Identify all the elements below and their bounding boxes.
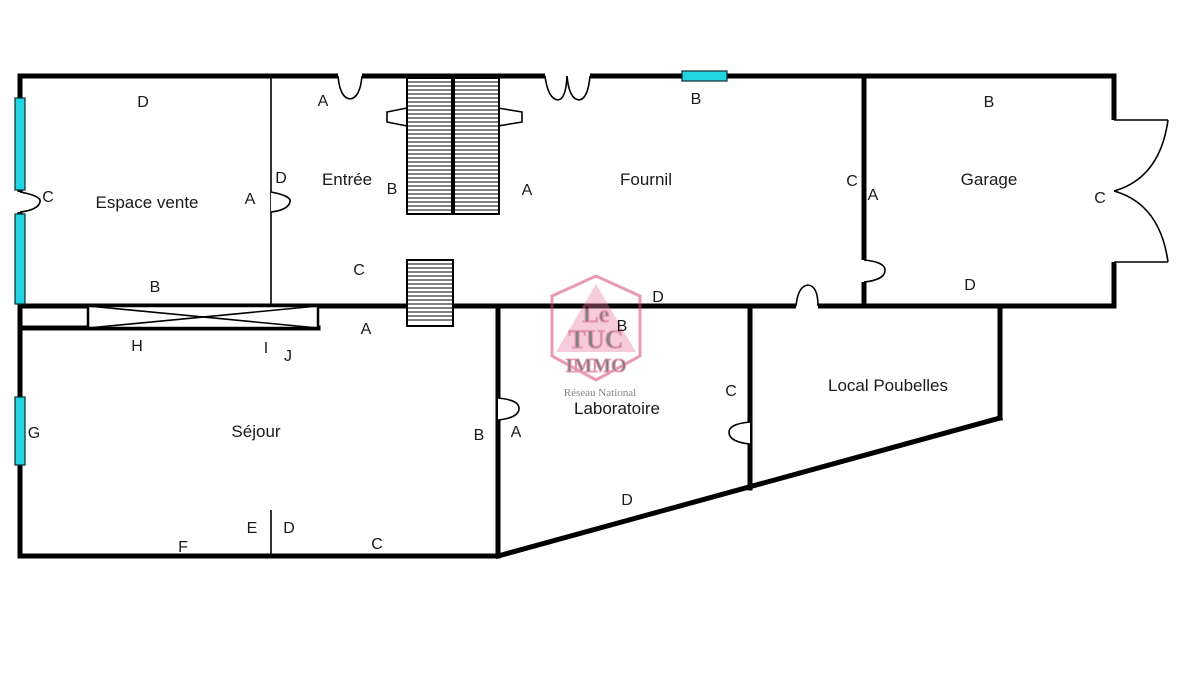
doors xyxy=(16,72,1169,445)
wall-label: A xyxy=(318,93,329,110)
wall-label: A xyxy=(868,187,879,204)
stairs-main xyxy=(386,77,523,215)
watermark-text-4: Réseau National xyxy=(564,387,636,399)
watermark-triangle xyxy=(556,284,636,352)
room-label-espace-vente: Espace vente xyxy=(95,193,198,212)
wall-label: C xyxy=(1094,190,1106,207)
wall-label: D xyxy=(652,289,664,306)
door-garage-bottom-arc xyxy=(1113,190,1169,263)
wall-label: J xyxy=(284,348,292,365)
wall-label: C xyxy=(846,173,858,190)
wall-label: D xyxy=(275,170,287,187)
stair-rail-right xyxy=(497,107,523,127)
wall-label: B xyxy=(691,91,702,108)
door-labo-poubelles xyxy=(728,421,751,445)
window-sejour xyxy=(14,396,26,466)
watermark-text-3: IMMO xyxy=(565,355,626,377)
wall-label: D xyxy=(621,492,633,509)
wall-label: B xyxy=(617,318,628,335)
wall-label: D xyxy=(964,277,976,294)
room-labels: Espace vente Entrée Fournil Garage Séjou… xyxy=(95,170,1017,441)
door-entree-top xyxy=(337,75,363,100)
wall-label: A xyxy=(522,182,533,199)
wall-label: C xyxy=(725,383,737,400)
door-fournil-top-right xyxy=(566,75,591,101)
wall-label: D xyxy=(283,520,295,537)
corridor-duct xyxy=(86,304,320,330)
door-fournil-garage xyxy=(863,259,886,283)
wall-label: C xyxy=(353,262,365,279)
door-fournil-top-left xyxy=(544,75,568,101)
duct-cross-2 xyxy=(87,305,319,329)
room-label-entree: Entrée xyxy=(322,170,372,189)
room-label-garage: Garage xyxy=(961,170,1018,189)
door-vente-left-arc xyxy=(19,191,41,213)
wall-label: D xyxy=(137,94,149,111)
wall-labels: D C A B A D B C A B C D B A C D H I J A … xyxy=(28,91,1106,556)
stair-small-flight xyxy=(406,259,454,327)
stair-rail-left xyxy=(386,107,408,127)
wall-label: I xyxy=(264,340,268,357)
wall-label: A xyxy=(511,424,522,441)
wall-label: B xyxy=(150,279,161,296)
room-label-sejour: Séjour xyxy=(231,422,280,441)
wall-label: B xyxy=(387,181,398,198)
room-label-local-poubelles: Local Poubelles xyxy=(828,376,948,395)
wall-label: G xyxy=(28,425,40,442)
door-poubelles xyxy=(795,284,819,307)
wall-label: E xyxy=(247,520,258,537)
wall-label: H xyxy=(131,338,143,355)
stairs-small xyxy=(406,259,454,327)
room-label-laboratoire: Laboratoire xyxy=(574,399,660,418)
windows xyxy=(14,70,728,466)
wall-label: B xyxy=(984,94,995,111)
wall-label: C xyxy=(371,536,383,553)
window-vente-upper xyxy=(14,97,26,191)
watermark-text-2: TUC xyxy=(569,325,624,354)
wall-label: F xyxy=(178,539,188,556)
door-vente-entree xyxy=(270,191,291,213)
wall-label: A xyxy=(245,191,256,208)
watermark-text-1: Le xyxy=(583,302,610,328)
wall-label: B xyxy=(474,427,485,444)
door-sejour-labo xyxy=(497,397,520,421)
watermark-logo: Le TUC IMMO Réseau National xyxy=(550,274,642,399)
watermark-shield xyxy=(550,274,642,382)
window-vente-lower xyxy=(14,213,26,305)
room-label-fournil: Fournil xyxy=(620,170,672,189)
wall-label: A xyxy=(361,321,372,338)
wall-label: C xyxy=(42,189,54,206)
window-fournil xyxy=(681,70,728,82)
door-garage-top-arc xyxy=(1113,119,1169,192)
